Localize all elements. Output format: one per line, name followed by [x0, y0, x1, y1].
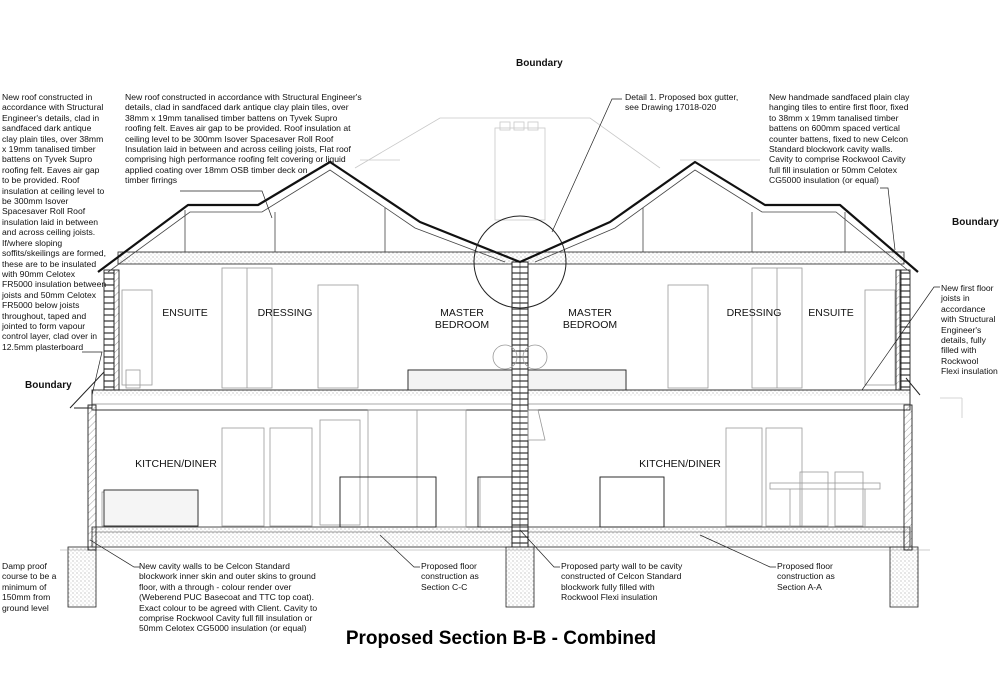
note-floor-cc: Proposed floor construction as Section C…: [421, 561, 479, 592]
room-label-kitchen-right: KITCHEN/DINER: [639, 458, 721, 470]
leader-lines: [82, 98, 940, 568]
roof-inner: [107, 169, 911, 273]
room-label-kitchen-left: KITCHEN/DINER: [135, 458, 217, 470]
note-floor-aa: Proposed floor construction as Section A…: [777, 561, 835, 592]
note-party-wall: Proposed party wall to be cavity constru…: [561, 561, 683, 603]
note-roof-left: New roof constructed in accordance with …: [2, 92, 107, 352]
note-cavity-walls: New cavity walls to be Celcon Standard b…: [139, 561, 318, 634]
note-detail-1: Detail 1. Proposed box gutter, see Drawi…: [625, 92, 739, 113]
detail-1-circle: [473, 215, 567, 309]
boundary-label-left: Boundary: [25, 380, 72, 391]
walls-ground: [87, 404, 913, 551]
walls-first: [103, 269, 911, 391]
note-dpc: Damp proof course to be a minimum of 150…: [2, 561, 57, 613]
room-label-master-right: MASTER BEDROOM: [562, 307, 618, 331]
note-hanging-tiles: New handmade sandfaced plain clay hangin…: [769, 92, 910, 186]
room-label-ensuite-left: ENSUITE: [162, 307, 208, 319]
room-label-master-left: MASTER BEDROOM: [434, 307, 490, 331]
note-roof-centre: New roof constructed in accordance with …: [125, 92, 362, 186]
boundary-label-top: Boundary: [516, 58, 563, 69]
room-label-dressing-right: DRESSING: [726, 307, 782, 319]
note-floor-joists: New first floor joists in accordance wit…: [941, 283, 998, 377]
left-eaves: [69, 370, 921, 409]
background-roofline: [354, 117, 963, 418]
room-label-ensuite-right: ENSUITE: [808, 307, 854, 319]
ground-floor-slab: [91, 526, 911, 548]
roof: [97, 160, 919, 273]
party-wall: [511, 261, 529, 548]
interior-highlights: [103, 369, 665, 528]
boundary-label-right: Boundary: [952, 217, 999, 228]
drawing-title: Proposed Section B-B - Combined: [345, 628, 657, 649]
room-label-dressing-left: DRESSING: [257, 307, 313, 319]
